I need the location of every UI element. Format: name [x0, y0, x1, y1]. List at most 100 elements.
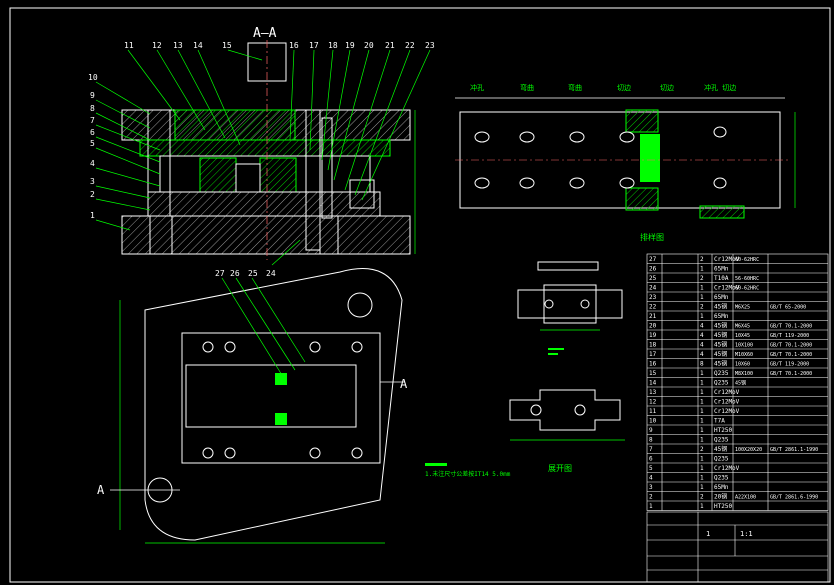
bom-cell: 45钢 — [714, 303, 727, 311]
bom-cell: Q235 — [714, 475, 729, 482]
bom-cell: 11 — [649, 408, 657, 415]
bom-cell: Q235 — [714, 370, 729, 377]
strip-holes — [474, 126, 727, 189]
part-title: 展开图 — [548, 464, 572, 473]
bom-cell: 65Mn — [714, 294, 729, 301]
callout-8: 8 — [90, 104, 95, 113]
bom-cell: A22X100 — [735, 495, 756, 501]
bom-cell: M6X45 — [735, 324, 750, 330]
callout-5: 5 — [90, 139, 95, 148]
section-view: A—A — [121, 26, 416, 260]
bom-cell: 23 — [649, 294, 657, 301]
bom-cell: 1 — [700, 399, 704, 406]
bom-cell: 1 — [700, 475, 704, 482]
bom-cell: 1 — [700, 266, 704, 273]
bom-cell: 2 — [649, 494, 653, 501]
strip-header-1: 冲孔 — [470, 83, 484, 92]
bom-cell: Q235 — [714, 456, 729, 463]
title-sheet: 1 — [706, 530, 710, 538]
callout-13: 13 — [173, 41, 183, 50]
bom-cell: 1 — [700, 370, 704, 377]
callout-6: 6 — [90, 128, 95, 137]
bom-cell: 100X20X20 — [735, 447, 762, 453]
callout-25: 25 — [248, 269, 258, 278]
bom-cell: 4 — [700, 342, 704, 349]
bom-cell: 1 — [700, 389, 704, 396]
bom-cell: 1 — [700, 465, 704, 472]
bom-cell: 20钢 — [714, 493, 727, 501]
bom-cell: 2 — [700, 446, 704, 453]
bom-cell: HT250 — [714, 427, 732, 434]
section-mark-a-right: A — [400, 377, 408, 391]
bom-cell: 5 — [649, 465, 653, 472]
bom-cell: GB/T 70.1-2000 — [770, 324, 812, 330]
bom-cell: GB/T 2861.6-1990 — [770, 495, 818, 501]
callouts-top — [127, 49, 431, 201]
callout-4: 4 — [90, 159, 95, 168]
callout-7: 7 — [90, 116, 95, 125]
bom-cell: GB/T 70.1-2000 — [770, 352, 812, 358]
bom-cell: 6 — [649, 456, 653, 463]
bom-cell: T10A — [714, 275, 729, 282]
bom-cell: M6X25 — [735, 305, 750, 311]
callout-9: 9 — [90, 91, 95, 100]
bom-cell: 45钢 — [714, 322, 727, 330]
bom-cell: Cr12MoV — [714, 389, 740, 396]
bom-cell: 4 — [649, 475, 653, 482]
bom-cell: 18 — [649, 342, 657, 349]
bom-cell: GB/T 70.1-2000 — [770, 371, 812, 377]
bom-cell: Cr12MoV — [714, 465, 740, 472]
bom-cell: 8 — [649, 437, 653, 444]
callout-21: 21 — [385, 41, 395, 50]
callout-1: 1 — [90, 211, 95, 220]
callout-24: 24 — [266, 269, 276, 278]
bom-cell: 27 — [649, 256, 657, 263]
callout-10: 10 — [88, 73, 98, 82]
callout-2: 2 — [90, 190, 95, 199]
bom-cell: 26 — [649, 266, 657, 273]
bom-cell: 10X45 — [735, 333, 750, 339]
bom-cell: GB/T 119-2000 — [770, 362, 809, 368]
callouts-left — [95, 81, 161, 231]
bom-cell: GB/T 2861.1-1990 — [770, 447, 818, 453]
callout-16: 16 — [289, 41, 299, 50]
plan-view: A A — [97, 268, 408, 544]
bom-cell: 1 — [700, 294, 704, 301]
sheet-border — [9, 7, 831, 583]
bom-cell: 60-62HRC — [735, 257, 759, 263]
strip-header-3: 弯曲 — [568, 83, 582, 92]
bom-cell: GB/T 65-2000 — [770, 305, 806, 311]
strip-header-2: 弯曲 — [520, 83, 534, 92]
bom-cell: Cr12MoV — [714, 256, 740, 263]
bom-cell: 14 — [649, 380, 657, 387]
bom-cell: 9 — [649, 427, 653, 434]
strip-header-6: 冲孔 切边 — [704, 83, 736, 92]
bom-cell: 1 — [700, 285, 704, 292]
bom-cell: 20 — [649, 323, 657, 330]
bom-cell: 22 — [649, 304, 657, 311]
callout-27: 27 — [215, 269, 225, 278]
bom-cell: 45钢 — [714, 331, 727, 339]
bom-cell: 65Mn — [714, 266, 729, 273]
callout-19: 19 — [345, 41, 355, 50]
bom-cell: HT250 — [714, 503, 732, 510]
bom-cell: 10X100 — [735, 343, 753, 349]
bom-cell: 4 — [700, 323, 704, 330]
bom-cell: 4 — [700, 332, 704, 339]
bom-cell: 2 — [700, 494, 704, 501]
bom-cell: 17 — [649, 351, 657, 358]
bom-cell: 3 — [649, 484, 653, 491]
bom-cell: 19 — [649, 332, 657, 339]
bom-cell: Cr12MoV — [714, 408, 740, 415]
bom-cell: 8 — [700, 361, 704, 368]
note-text: 1.未注尺寸公差按IT14 5.0mm — [425, 470, 511, 478]
bom-cell: 4 — [700, 351, 704, 358]
bom-cell: 1 — [700, 313, 704, 320]
title-scale: 1:1 — [740, 530, 753, 538]
plan-holes — [202, 341, 363, 459]
bom-cell: 56-60HRC — [735, 276, 759, 282]
callout-22: 22 — [405, 41, 415, 50]
bom-cell: 10 — [649, 418, 657, 425]
